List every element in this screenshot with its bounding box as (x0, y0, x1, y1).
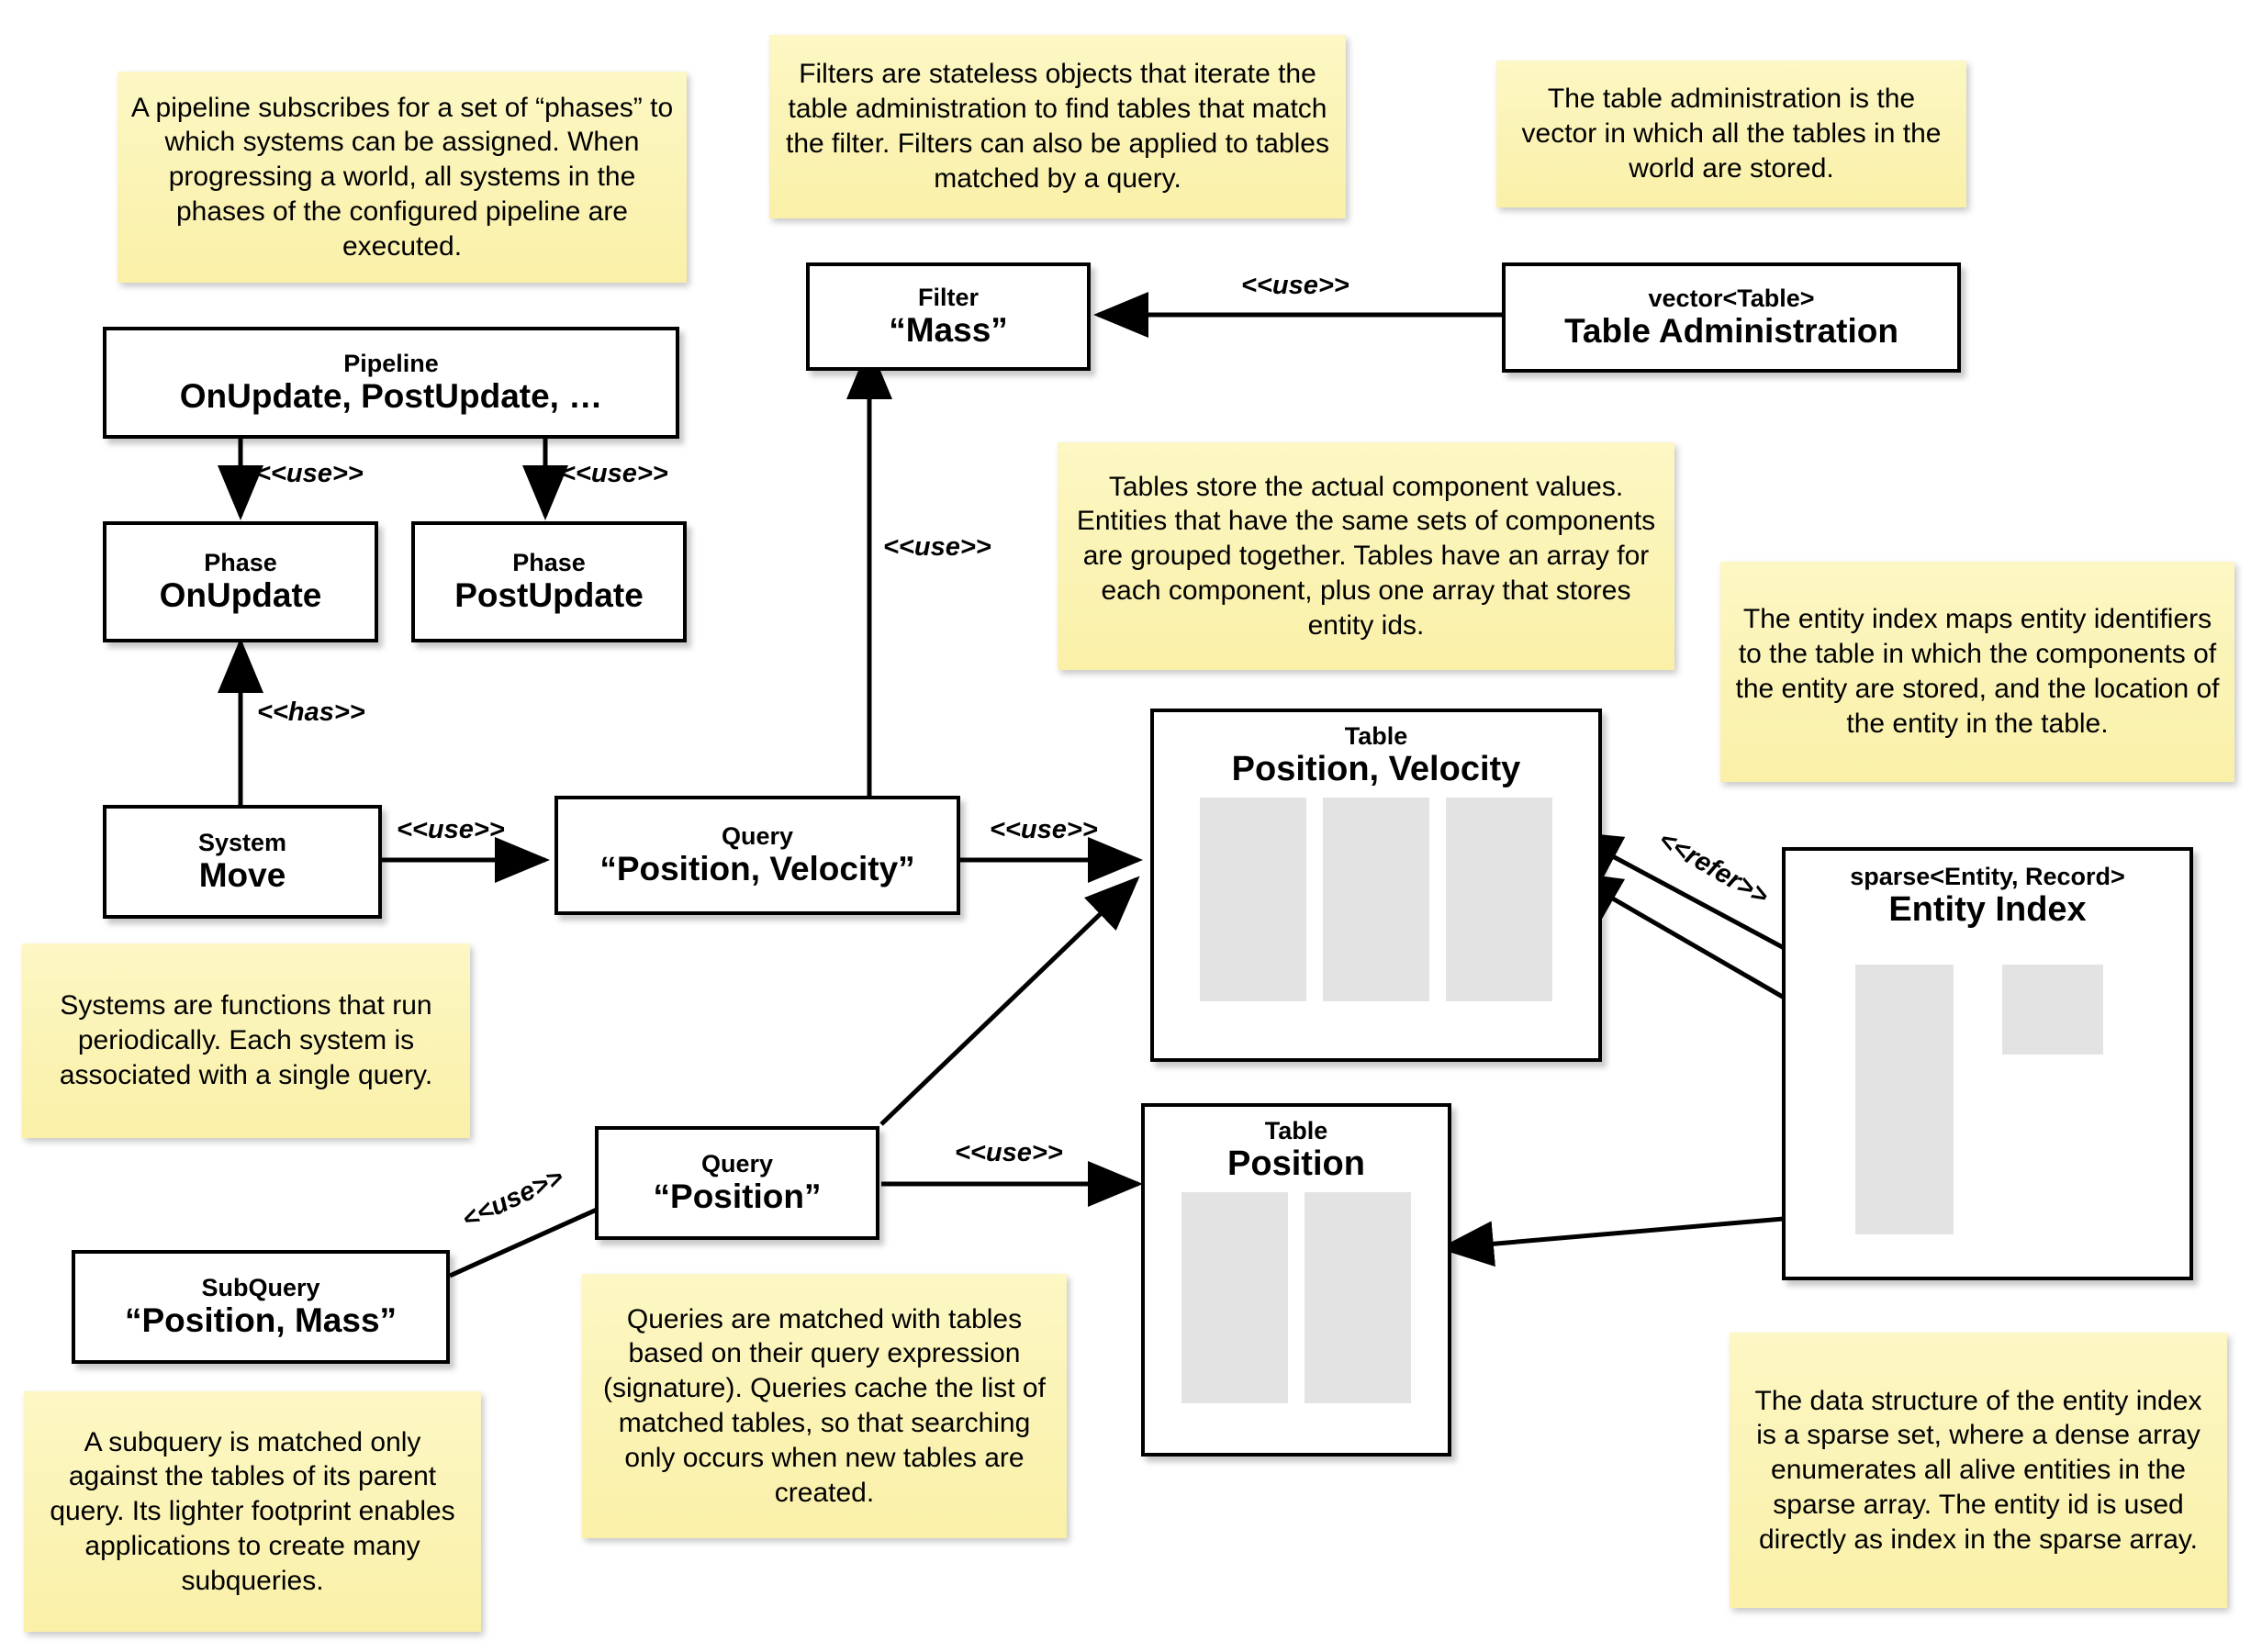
node-pipeline[interactable]: Pipeline OnUpdate, PostUpdate, … (103, 327, 679, 439)
node-table-position-velocity-title: Position, Velocity (1231, 749, 1521, 788)
note-queries: Queries are matched with tables based on… (582, 1274, 1067, 1538)
table-position-columns (1181, 1192, 1411, 1404)
node-phase-postupdate[interactable]: Phase PostUpdate (411, 521, 687, 642)
table-column (1446, 798, 1552, 1002)
node-system-move[interactable]: System Move (103, 805, 382, 919)
node-subquery-position-mass-title: “Position, Mass” (124, 1301, 398, 1340)
node-query-position-velocity[interactable]: Query “Position, Velocity” (554, 796, 960, 915)
node-phase-onupdate[interactable]: Phase OnUpdate (103, 521, 378, 642)
node-phase-postupdate-title: PostUpdate (454, 576, 644, 615)
edge-label-subquery-to-queryP: <<use>> (457, 1162, 568, 1235)
edge-label-queryP-to-tableP: <<use>> (955, 1138, 1063, 1167)
node-table-administration-stereotype: vector<Table> (1648, 285, 1815, 313)
node-system-move-title: Move (198, 856, 286, 895)
node-table-administration-title: Table Administration (1564, 312, 1898, 351)
entity-index-header: sparse<Entity, Record> Entity Index (1786, 851, 2189, 929)
node-phase-onupdate-stereotype: Phase (204, 549, 277, 577)
node-table-position-velocity-stereotype: Table (1344, 722, 1408, 750)
node-table-position-velocity[interactable]: Table Position, Velocity (1150, 709, 1602, 1062)
node-entity-index[interactable]: sparse<Entity, Record> Entity Index (1782, 847, 2193, 1280)
note-pipeline: A pipeline subscribes for a set of “phas… (118, 72, 687, 283)
node-system-move-stereotype: System (197, 829, 287, 857)
node-phase-postupdate-stereotype: Phase (512, 549, 586, 577)
edge-label-queryPV-to-tablePV: <<use>> (990, 815, 1098, 844)
node-entity-index-title: Entity Index (1888, 889, 2087, 929)
note-systems: Systems are functions that run periodica… (22, 943, 470, 1138)
table-column (1305, 1192, 1411, 1404)
node-query-position[interactable]: Query “Position” (595, 1126, 879, 1240)
node-query-position-velocity-stereotype: Query (721, 822, 794, 851)
note-sparse-set: The data structure of the entity index i… (1730, 1333, 2227, 1608)
node-filter-mass-title: “Mass” (889, 311, 1008, 350)
node-phase-onupdate-title: OnUpdate (159, 576, 322, 615)
note-entity-index: The entity index maps entity identifiers… (1720, 562, 2234, 782)
node-query-position-velocity-title: “Position, Velocity” (599, 850, 915, 888)
edge-label-pipeline-to-postupdate: <<use>> (560, 459, 668, 488)
edge-label-tableadmin-to-filter: <<use>> (1241, 271, 1349, 300)
node-table-position-stereotype: Table (1264, 1117, 1328, 1144)
table-column (1323, 798, 1429, 1002)
table-column (1200, 798, 1306, 1002)
node-filter-mass-stereotype: Filter (917, 284, 979, 312)
sparse-array-block (1855, 965, 1954, 1234)
note-subquery: A subquery is matched only against the t… (24, 1391, 481, 1632)
edge-label-entityindex-to-tables: <<refer>> (1653, 825, 1774, 911)
table-position-velocity-columns (1200, 798, 1552, 1002)
node-subquery-position-mass-stereotype: SubQuery (201, 1274, 320, 1302)
node-table-position[interactable]: Table Position (1141, 1103, 1451, 1457)
node-query-position-stereotype: Query (700, 1150, 774, 1178)
edge-queryP-to-tablePV (879, 876, 1140, 1126)
node-pipeline-stereotype: Pipeline (343, 350, 439, 378)
node-query-position-title: “Position” (653, 1178, 822, 1216)
edge-label-pipeline-to-onupdate: <<use>> (255, 459, 364, 488)
node-filter-mass[interactable]: Filter “Mass” (806, 262, 1091, 371)
node-table-administration[interactable]: vector<Table> Table Administration (1502, 262, 1961, 373)
edge-label-system-to-query: <<use>> (397, 815, 505, 844)
note-table-admin: The table administration is the vector i… (1496, 61, 1966, 207)
note-filters: Filters are stateless objects that itera… (769, 35, 1346, 218)
node-pipeline-title: OnUpdate, PostUpdate, … (179, 377, 603, 416)
edge-label-system-to-phase: <<has>> (257, 698, 365, 727)
node-subquery-position-mass[interactable]: SubQuery “Position, Mass” (72, 1250, 450, 1364)
table-column (1181, 1192, 1288, 1404)
node-entity-index-stereotype: sparse<Entity, Record> (1850, 863, 2125, 890)
node-table-position-title: Position (1227, 1144, 1365, 1183)
note-tables: Tables store the actual component values… (1058, 442, 1674, 670)
dense-array-block (2002, 965, 2103, 1055)
edge-label-query-to-filter: <<use>> (883, 532, 991, 562)
